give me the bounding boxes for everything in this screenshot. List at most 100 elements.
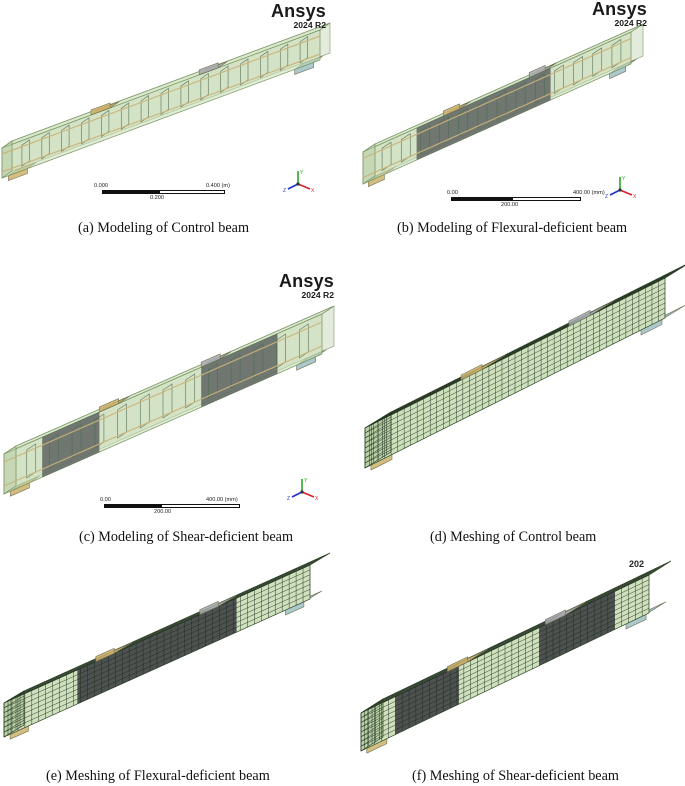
load-plate-left-side	[95, 647, 115, 663]
beam-model-flexural	[362, 23, 644, 188]
beam-mesh-shear	[360, 560, 672, 754]
mesh-line-h	[360, 584, 650, 723]
mesh-line-h	[360, 579, 650, 718]
logo-version: 2024 R2	[301, 290, 335, 300]
load-plate-left-side	[460, 364, 483, 381]
mesh-line-h	[360, 603, 650, 742]
mesh-line-end	[3, 719, 25, 733]
mesh-line-h	[364, 282, 666, 434]
panel-caption: (c) Modeling of Shear-deficient beam	[79, 529, 294, 545]
long-bar-0	[1, 35, 321, 155]
panel-c-shear-beam-model: Ansys 2024 R2 0.00 400.00 (mm) 200.00 Y …	[0, 262, 342, 515]
load-plate-right-side	[200, 353, 221, 368]
axis-triad-icon: Y X Z	[287, 478, 319, 502]
axis-x-label: X	[633, 194, 637, 200]
long-bar-1	[1, 53, 321, 173]
panel-e-flexural-beam-mesh	[0, 552, 342, 745]
logo-version: 2024 R2	[293, 20, 327, 30]
ansys-logo: Ansys 2024 R2	[262, 2, 326, 30]
mesh-line-depth	[368, 570, 657, 709]
beam-top-face	[3, 305, 335, 455]
mesh-line-h	[3, 584, 311, 723]
scale-left-label: 0.000	[94, 183, 108, 189]
beam-top-face	[362, 23, 644, 153]
panel-caption: (b) Modeling of Flexural-deficient beam	[397, 220, 628, 236]
mesh-line-h	[3, 574, 311, 713]
axis-x-label: X	[315, 496, 319, 502]
mesh-line-depth	[3, 564, 311, 704]
axis-x-label: X	[311, 188, 315, 194]
scale-bar-fill	[451, 197, 513, 201]
panel-caption: (a) Modeling of Control beam	[78, 220, 249, 236]
axis-triad-icon: Y X Z	[605, 176, 637, 200]
frp-wrap-1	[201, 333, 278, 408]
axis-z-label: Z	[605, 194, 608, 200]
mesh-line-h	[364, 287, 666, 439]
stirrup-10	[200, 72, 209, 101]
mesh-line-end	[3, 700, 25, 713]
beam-end-face	[1, 140, 13, 179]
mesh-line-depth	[386, 265, 685, 415]
load-plate-right-side	[528, 64, 546, 79]
stirrup-6	[120, 102, 130, 130]
mesh-line-h	[364, 307, 666, 459]
mesh-line-depth	[19, 555, 327, 694]
load-plate-right-side	[568, 310, 591, 327]
beam-top-face	[1, 22, 331, 149]
scale-mid-label: 200.00	[154, 509, 172, 515]
stirrup-15	[299, 35, 308, 64]
load-plate-left-side	[99, 398, 119, 413]
mesh-line-depth	[371, 567, 661, 707]
mesh-line-h	[360, 589, 650, 728]
mesh-line-h	[3, 579, 311, 718]
scale-bar: 0.000 0.400 (m) 0.200	[94, 183, 244, 205]
mesh-line-h	[364, 317, 666, 469]
axis-z-label: Z	[283, 188, 286, 194]
mesh-line-h	[3, 569, 311, 709]
panel-caption: (d) Meshing of Control beam	[430, 529, 597, 545]
scale-bar: 0.00 400.00 (mm) 200.00	[96, 497, 266, 519]
mesh-line-h	[3, 589, 311, 728]
mesh-line-h	[364, 302, 666, 454]
mesh-line-h	[360, 612, 650, 752]
mesh-line-h	[360, 608, 650, 747]
version-tag: 202	[629, 559, 645, 569]
frp-wrap-0	[42, 412, 100, 478]
mesh-line-depth	[375, 565, 664, 704]
mesh-line-end	[3, 715, 25, 728]
panel-d-control-beam-mesh	[343, 248, 685, 518]
mesh-line-depth	[7, 562, 315, 701]
stirrup-7	[140, 94, 149, 123]
beam-model-control	[1, 22, 331, 182]
mesh-line-h	[360, 598, 650, 737]
beam-mesh-flexural	[3, 552, 331, 740]
mesh-line-depth	[364, 572, 653, 711]
axis-z-label: Z	[287, 496, 290, 502]
scale-right-label: 400.00 (mm)	[206, 497, 238, 503]
mesh-line-depth	[369, 275, 670, 426]
load-plate-right-side	[545, 609, 566, 626]
panel-b-flexural-beam-model: Ansys 2024 R2 0.00 400.00 (mm) 200.00 Y …	[343, 0, 685, 236]
load-plate-left-side	[447, 656, 468, 673]
scale-left-label: 0.00	[447, 190, 458, 196]
logo-name: Ansys	[270, 1, 326, 21]
beam-model-shear	[3, 305, 335, 497]
mesh-line-end	[3, 695, 25, 709]
mesh-line-h	[3, 593, 311, 733]
axis-triad-icon: Y X Z	[283, 170, 315, 194]
panel-a-control-beam-model: Ansys 2024 R2 0.000 0.400 (m) 0.200 Y X …	[0, 0, 342, 236]
scale-bar-fill	[102, 190, 160, 194]
axis-y-label: Y	[622, 176, 626, 182]
long-bar-0	[3, 321, 323, 463]
mesh-line-depth	[23, 552, 331, 692]
mesh-line-end	[3, 724, 25, 738]
mesh-line-depth	[382, 560, 672, 700]
stirrup-13	[260, 50, 269, 79]
mesh-line-depth	[11, 559, 319, 699]
logo-version: 2024 R2	[614, 18, 648, 28]
scale-mid-label: 200.00	[501, 202, 519, 208]
axis-y-label: Y	[300, 170, 304, 176]
stirrup-8	[160, 87, 169, 116]
mesh-line-h	[360, 593, 650, 733]
stirrup-1	[21, 139, 30, 167]
